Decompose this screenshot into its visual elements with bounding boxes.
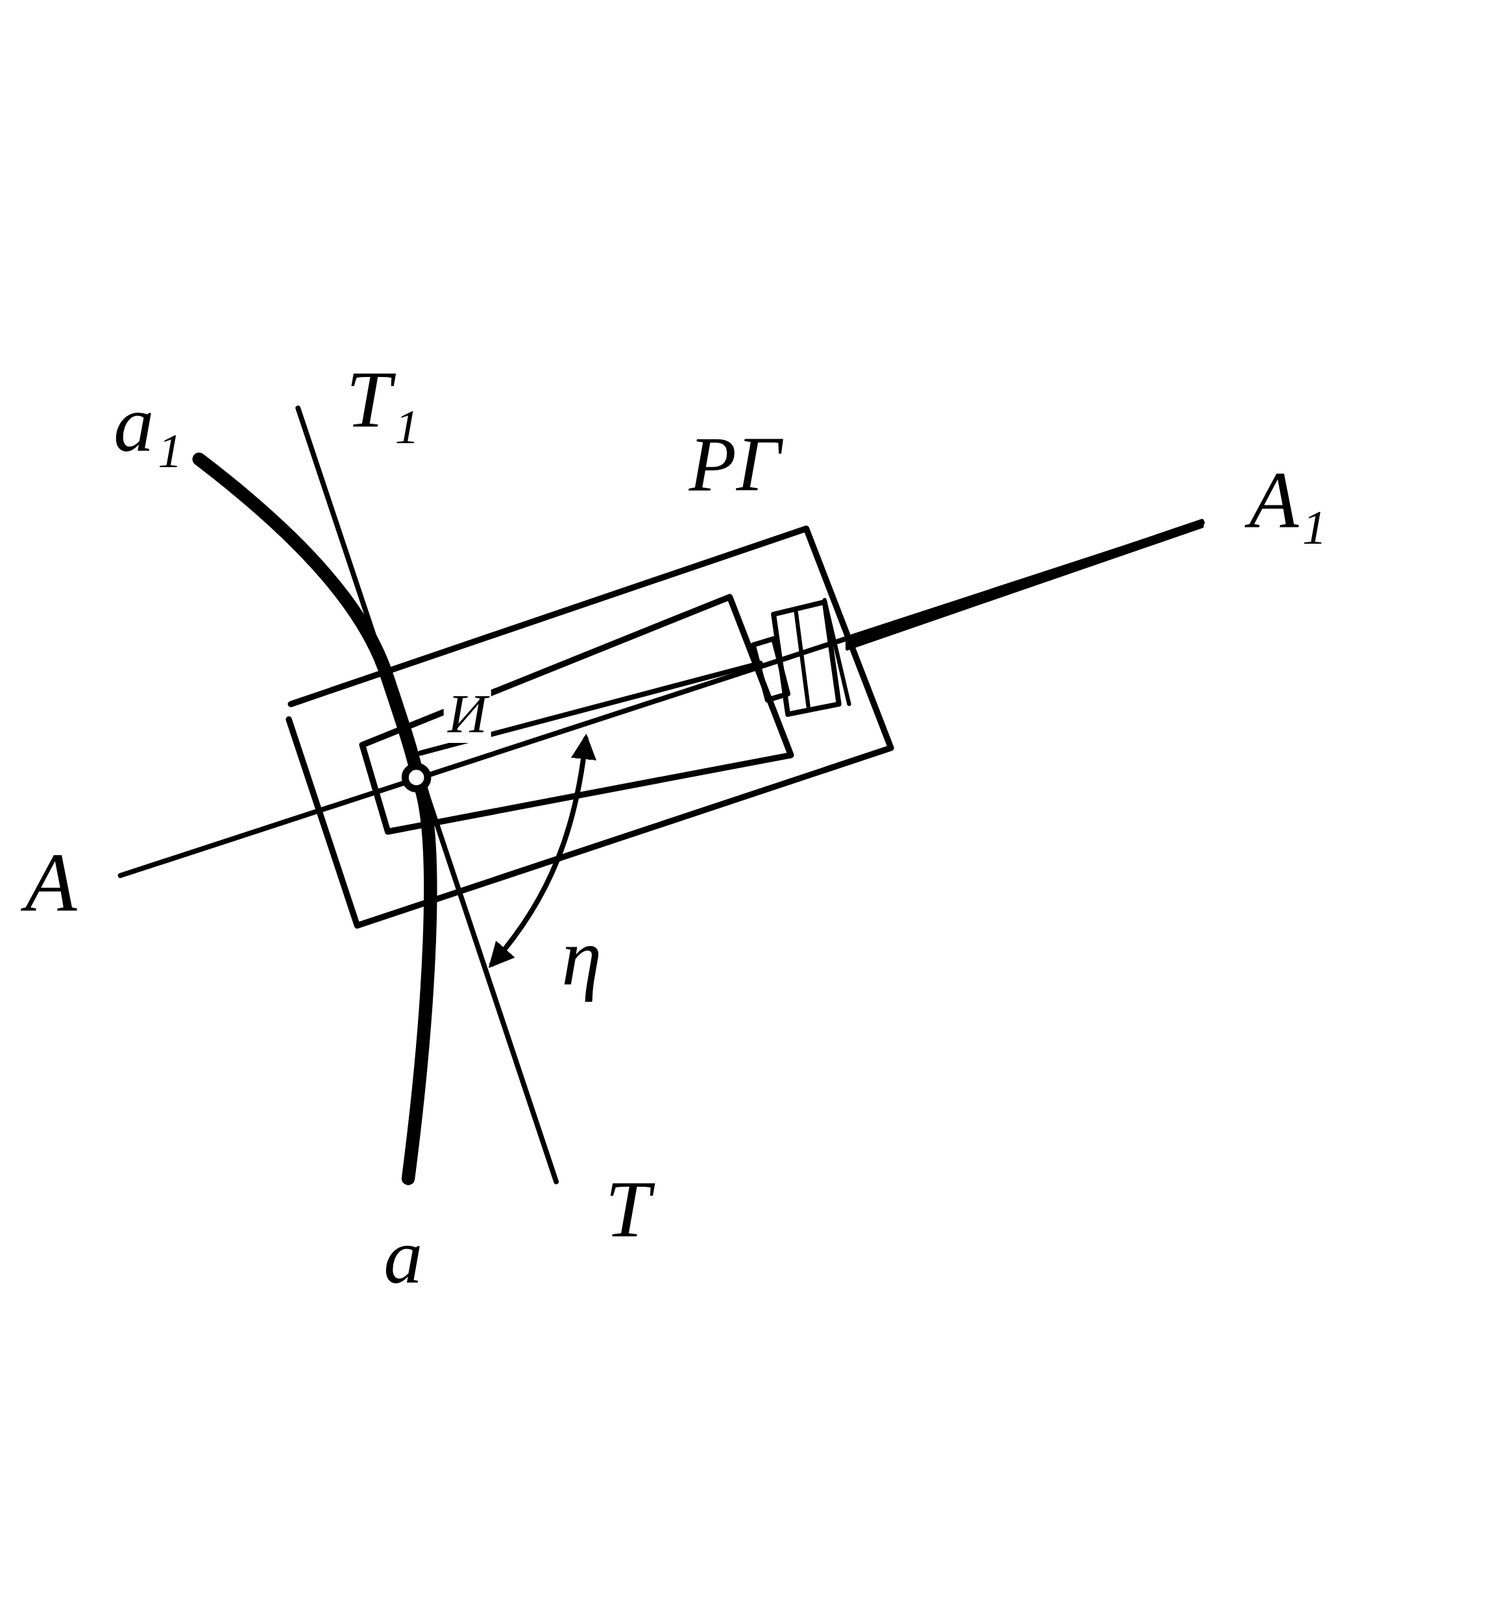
sketch-label: a₁ — [109, 381, 187, 466]
sketch-label: T — [600, 1167, 655, 1252]
frame-line — [420, 663, 761, 753]
housing-outline — [288, 528, 892, 927]
line-t — [297, 408, 557, 1182]
sketch-label: η — [557, 915, 606, 1000]
sketch-label: a — [379, 1216, 427, 1298]
sketch-label: A₁ — [1245, 458, 1332, 542]
sketch-label: И — [443, 685, 492, 744]
damper-line — [796, 612, 809, 707]
sketch-label: РГ — [684, 424, 785, 505]
curve-a — [199, 459, 431, 1180]
sketch-label: A — [21, 839, 81, 927]
axis-thick — [846, 520, 1202, 649]
pivot-point — [404, 766, 428, 790]
sketch-label: T₁ — [341, 358, 424, 442]
damper-line — [824, 600, 850, 705]
